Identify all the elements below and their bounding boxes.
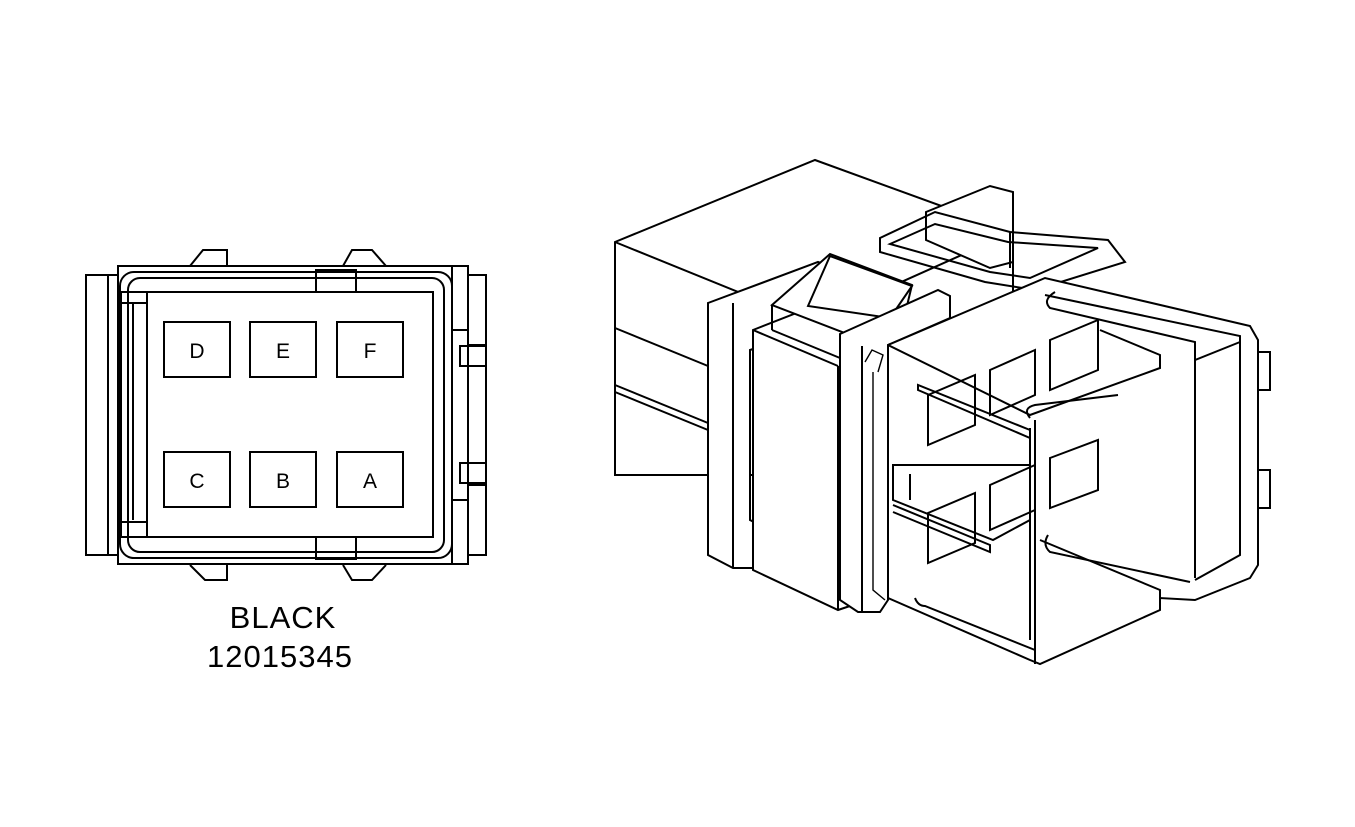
pin-label-f: F: [364, 340, 377, 363]
connector-isometric-view: [614, 158, 1271, 666]
pin-label-d: D: [189, 340, 204, 363]
pin-cavity-f: [336, 321, 404, 378]
pin-cavity-e: [249, 321, 317, 378]
pin-cavity-c: [163, 451, 231, 508]
pin-label-c: C: [189, 470, 204, 493]
pin-label-a: A: [363, 470, 377, 493]
connector-color-label: BLACK: [230, 600, 337, 635]
pin-cavity-d: [163, 321, 231, 378]
connector-part-number: 12015345: [207, 639, 353, 674]
pin-cavity-a: [336, 451, 404, 508]
connector-face-view: D E F C B A BLACK 12015345: [85, 249, 487, 674]
pin-label-e: E: [276, 340, 290, 363]
pin-cavity-b: [249, 451, 317, 508]
pin-label-b: B: [276, 470, 290, 493]
